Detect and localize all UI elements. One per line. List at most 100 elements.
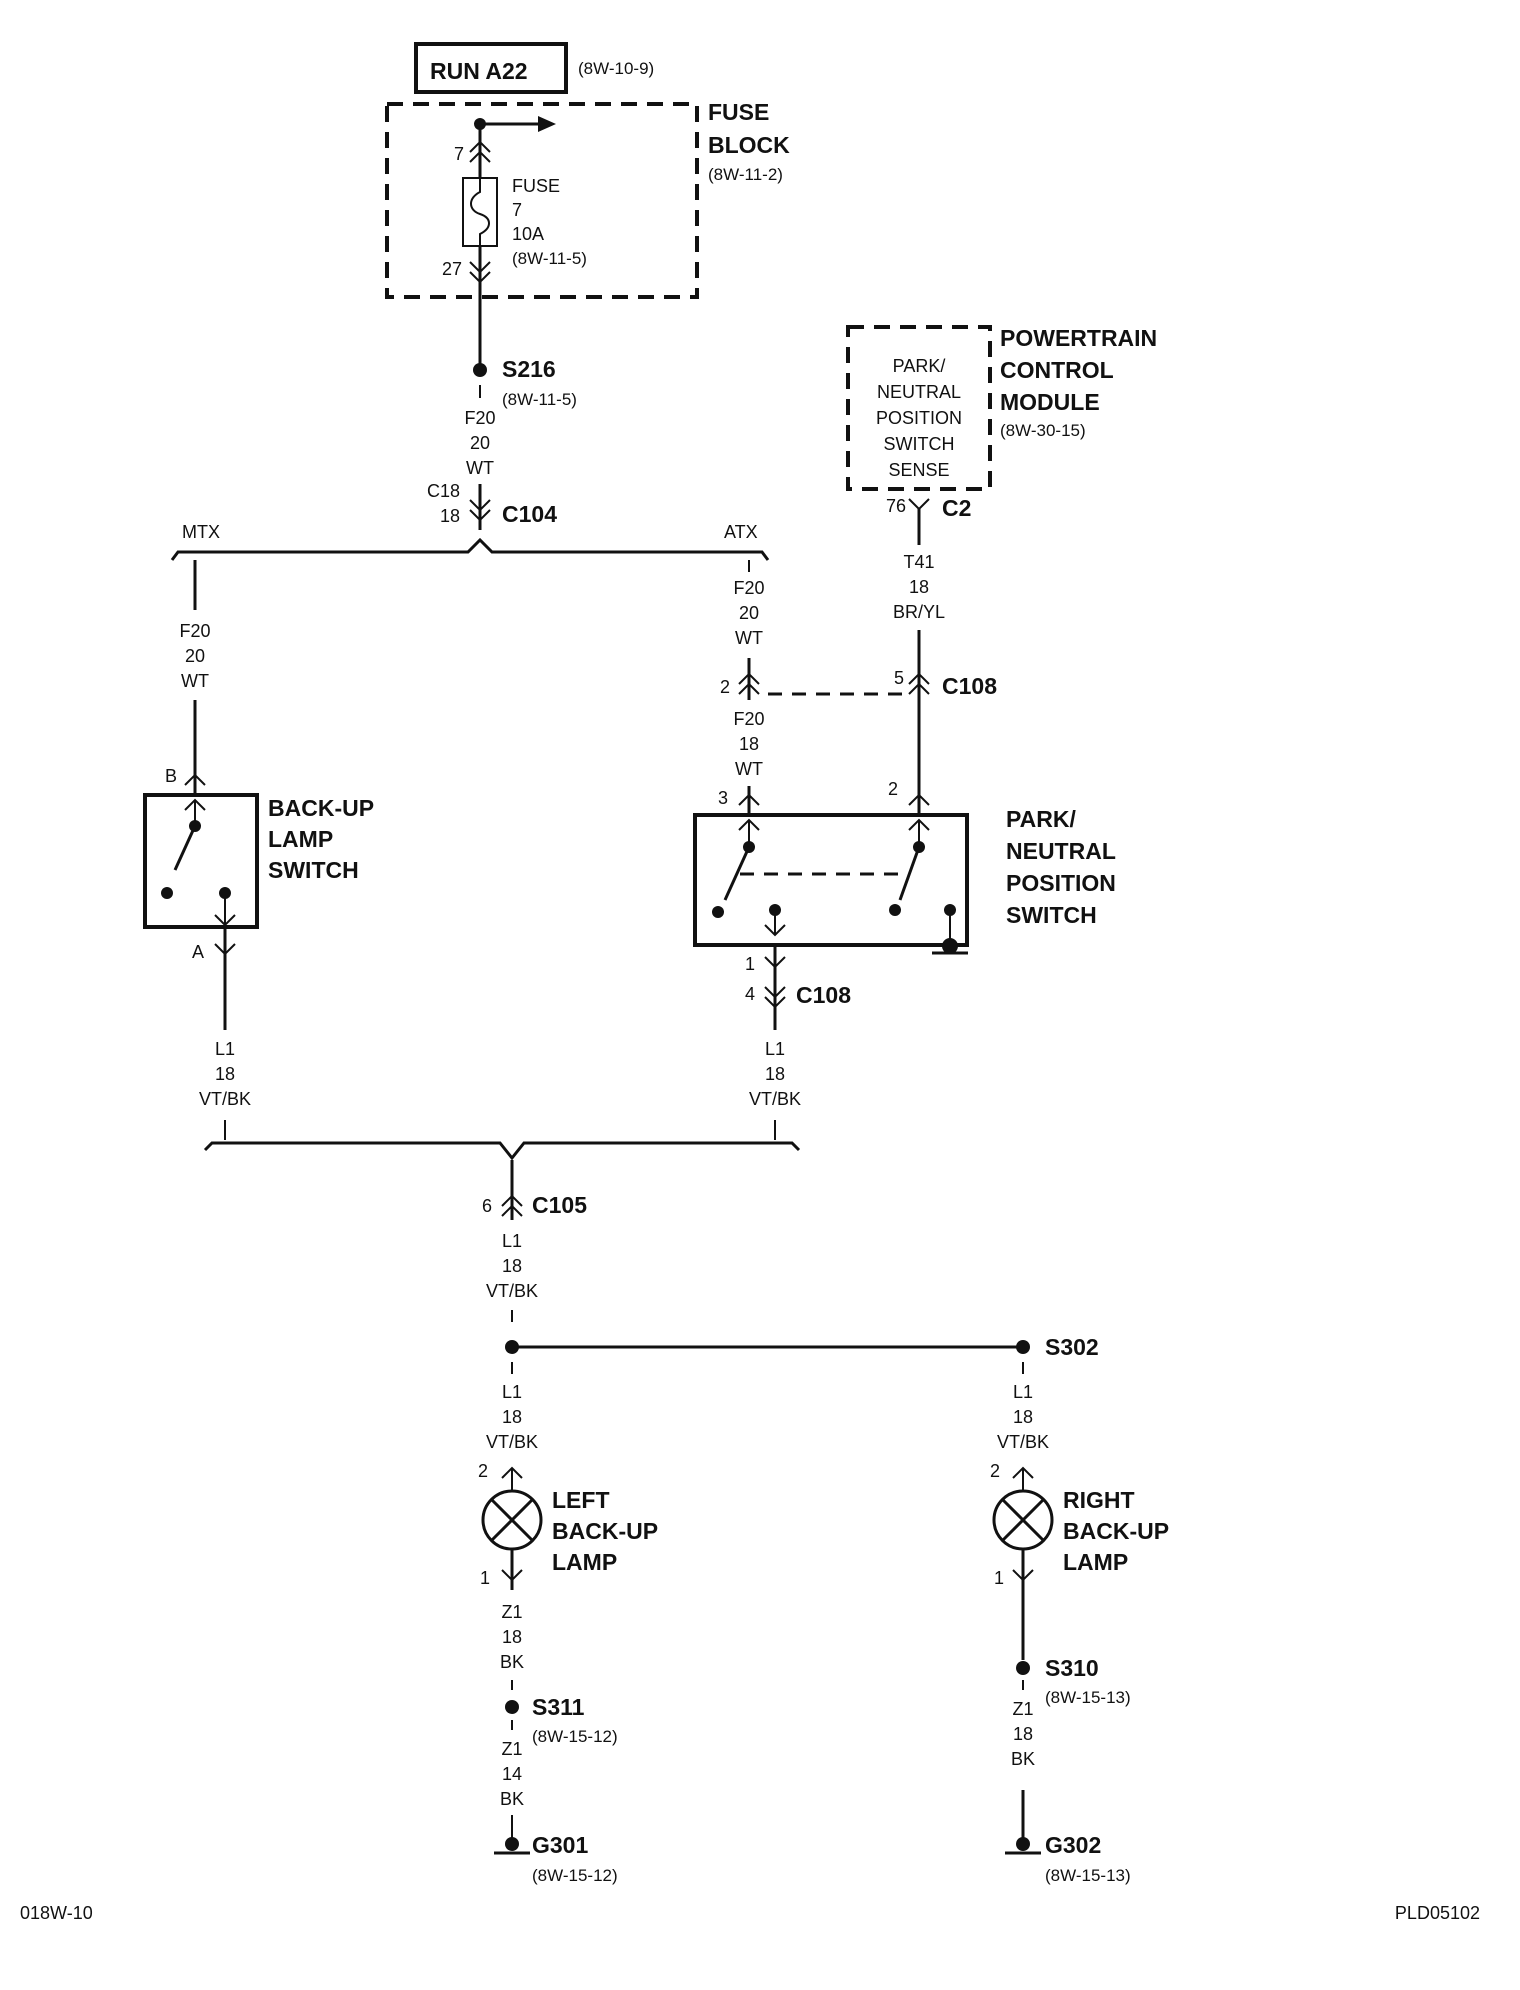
c108-bottom-pin: 4 (745, 984, 755, 1004)
fuse-block-outline (385, 102, 699, 299)
left-lamp-pin-1-connector (501, 1569, 523, 1582)
left-lamp-pin-top: 2 (478, 1461, 488, 1481)
right-lamp-pin-bottom: 1 (994, 1568, 1004, 1588)
pn-switch-body (693, 813, 969, 947)
fuse-feed-arrow-head (538, 116, 556, 132)
wire-f20-mtx-gauge: 20 (185, 646, 205, 666)
pcm-inner-3: POSITION (876, 408, 962, 428)
fuse-block-ref: (8W-11-2) (708, 165, 783, 184)
left-lamp-title-1: LEFT (552, 1487, 610, 1513)
splice-s310-dot (1016, 1661, 1030, 1675)
right-lamp-title-2: BACK-UP (1063, 1518, 1169, 1544)
c104-gauge: 18 (440, 506, 460, 526)
pcm-c2-label: C2 (942, 495, 971, 521)
pcm-title-3: MODULE (1000, 389, 1100, 415)
splice-s216-dot (473, 363, 487, 377)
pn-switch-ground-dot (942, 938, 958, 954)
pn-switch-contact-b (712, 906, 724, 918)
ground-g302-dot (1016, 1837, 1030, 1851)
wire-l1-left-gauge: 18 (215, 1064, 235, 1084)
branch-bar-top (170, 537, 770, 561)
pn-switch-pin-3: 3 (718, 788, 728, 808)
fuse-label-2: 7 (512, 200, 522, 220)
backup-switch-pin-b: B (165, 766, 177, 786)
wire-t41-color: BR/YL (893, 602, 945, 622)
left-lamp-title-3: LAMP (552, 1549, 617, 1575)
branch-mtx-label: MTX (182, 522, 220, 542)
wire-z1-right-gauge: 18 (1013, 1724, 1033, 1744)
fuse-7-element (470, 178, 490, 246)
backup-switch-output-arrow (214, 914, 236, 927)
wire-l1-lamp-left-circuit: L1 (502, 1382, 522, 1402)
wire-l1-lamp-right-circuit: L1 (1013, 1382, 1033, 1402)
wire-l1-left-color: VT/BK (199, 1089, 251, 1109)
ground-g301-ref: (8W-15-12) (532, 1866, 618, 1885)
fuse-label-1: FUSE (512, 176, 560, 196)
wire-l1-lamp-left-color: VT/BK (486, 1432, 538, 1452)
pcm-inner-5: SENSE (888, 460, 949, 480)
wire-f20-mtx-circuit: F20 (179, 621, 210, 641)
pcm-title-1: POWERTRAIN (1000, 325, 1157, 351)
c108-bottom-label: C108 (796, 982, 851, 1008)
wire-z1-left-color: BK (500, 1652, 524, 1672)
pcm-ref: (8W-30-15) (1000, 421, 1086, 440)
ground-g302-ref: (8W-15-13) (1045, 1866, 1131, 1885)
wire-t41-gauge: 18 (909, 577, 929, 597)
wire-l1-right-gauge: 18 (765, 1064, 785, 1084)
pcm-outline (846, 325, 992, 491)
pn-switch-title-4: SWITCH (1006, 902, 1097, 928)
c104-connector-symbol (469, 499, 491, 522)
wire-z1-left-gauge: 18 (502, 1627, 522, 1647)
c108-top-left-connector (738, 672, 760, 695)
pcm-pin-76: 76 (886, 496, 906, 516)
fuse-block-title-1: FUSE (708, 99, 769, 125)
wire-l1-right-circuit: L1 (765, 1039, 785, 1059)
ground-g301-dot (505, 1837, 519, 1851)
wire-z1-left2-circuit: Z1 (501, 1739, 522, 1759)
wire-f20-top-color: WT (466, 458, 494, 478)
c104-circuit: C18 (427, 481, 460, 501)
pn-switch-pin-1: 1 (745, 954, 755, 974)
c108-top-pin-right: 5 (894, 668, 904, 688)
backup-switch-pin-b-connector (184, 773, 206, 786)
pcm-title-2: CONTROL (1000, 357, 1114, 383)
fuse-ref: (8W-11-5) (512, 249, 587, 268)
c108-bottom-connector (764, 986, 786, 1009)
fuse-block-title-2: BLOCK (708, 132, 790, 158)
fuse-pin-7-connector (469, 140, 491, 163)
backup-switch-contact-left (161, 887, 173, 899)
wire-l1-mid-circuit: L1 (502, 1231, 522, 1251)
right-lamp-x-2 (1001, 1498, 1045, 1542)
right-lamp-title-1: RIGHT (1063, 1487, 1135, 1513)
c105-pin: 6 (482, 1196, 492, 1216)
c108-top-pin-left: 2 (720, 677, 730, 697)
ground-g302-label: G302 (1045, 1832, 1101, 1858)
wire-l1-mid-color: VT/BK (486, 1281, 538, 1301)
wire-z1-left2-color: BK (500, 1789, 524, 1809)
splice-s310-ref: (8W-15-13) (1045, 1688, 1131, 1707)
c104-label: C104 (502, 501, 557, 527)
fuse-pin-7-label: 7 (454, 144, 464, 164)
pn-switch-title-1: PARK/ (1006, 806, 1076, 832)
merge-bar-bottom (203, 1141, 801, 1161)
left-lamp-x-2 (490, 1498, 534, 1542)
splice-s311-dot (505, 1700, 519, 1714)
left-lamp-pin-bottom: 1 (480, 1568, 490, 1588)
wire-z1-right-color: BK (1011, 1749, 1035, 1769)
wire-f20-mtx-color: WT (181, 671, 209, 691)
pn-switch-output-arrow (764, 924, 786, 937)
wire-t41-circuit: T41 (903, 552, 934, 572)
c108-top-label: C108 (942, 673, 997, 699)
pn-switch-title-2: NEUTRAL (1006, 838, 1116, 864)
backup-switch-title-2: LAMP (268, 826, 333, 852)
run-a22-label: RUN A22 (430, 58, 528, 84)
run-a22-ref: (8W-10-9) (578, 59, 654, 78)
splice-s302-dot (1016, 1340, 1030, 1354)
c108-top-right-connector (908, 672, 930, 695)
splice-s216-ref: (8W-11-5) (502, 390, 577, 409)
pn-switch-pin-2-connector (908, 793, 930, 806)
c105-connector-symbol (501, 1194, 523, 1217)
left-lamp-title-2: BACK-UP (552, 1518, 658, 1544)
splice-s311-label: S311 (532, 1694, 585, 1720)
